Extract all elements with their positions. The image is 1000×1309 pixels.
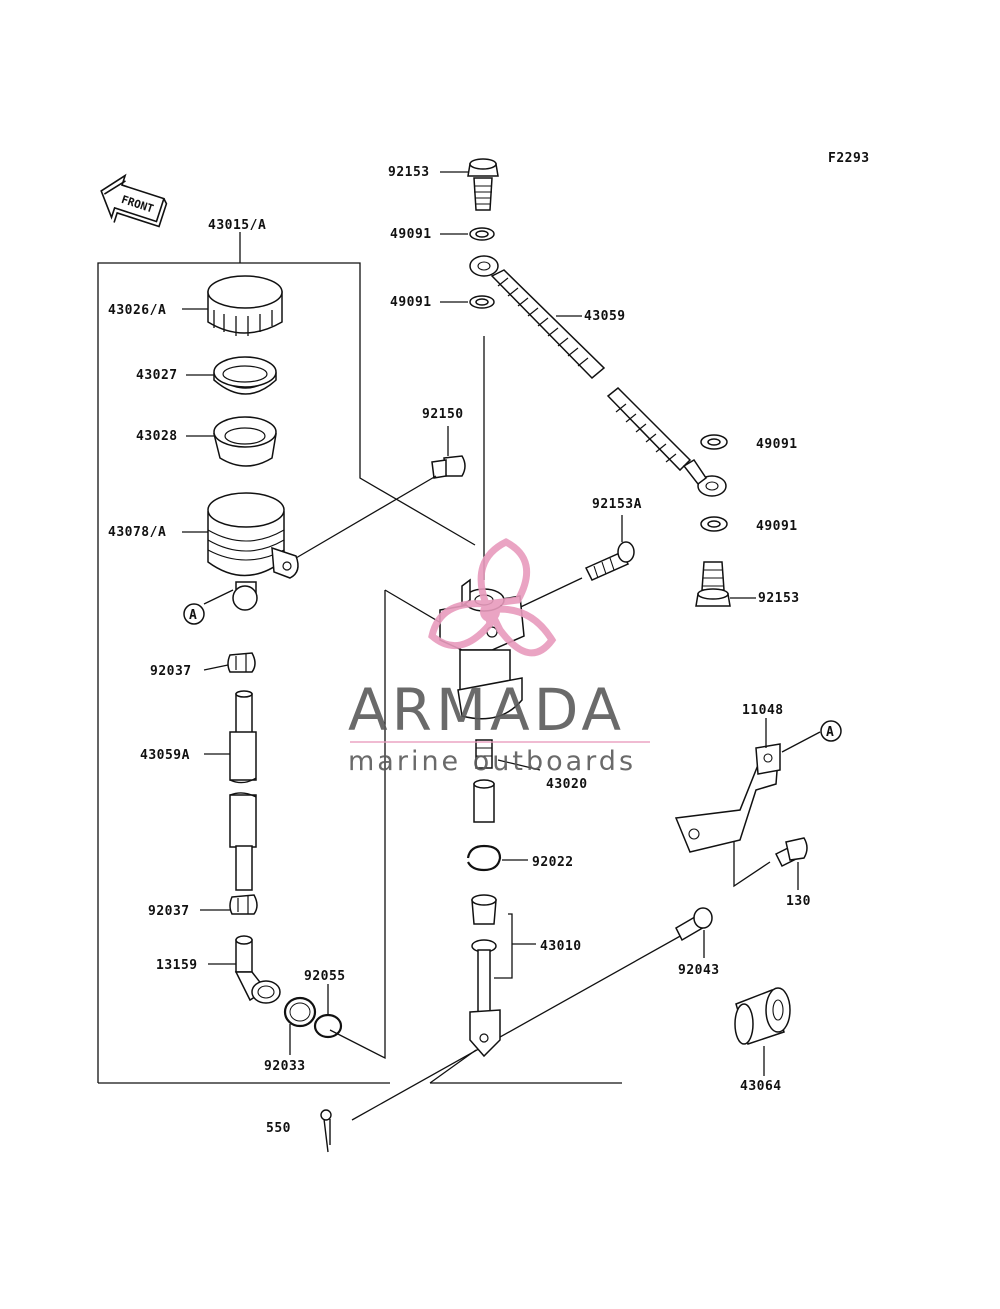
diaphragm: [213, 416, 277, 467]
label-92153-top: 92153: [388, 165, 430, 180]
label-43059: 43059: [584, 309, 626, 324]
label-43010: 43010: [540, 939, 582, 954]
label-11048: 11048: [742, 703, 784, 718]
washer-1: [469, 227, 495, 241]
label-49091-1: 49091: [390, 227, 432, 242]
label-49091-2: 49091: [390, 295, 432, 310]
o-ring-92055: [313, 1013, 343, 1039]
label-550: 550: [266, 1121, 291, 1136]
banjo-bolt-top: [467, 158, 499, 211]
label-92022: 92022: [532, 855, 574, 870]
ref-marker-a-right-label: A: [826, 725, 834, 740]
push-rod-43010: [469, 894, 501, 1058]
label-13159: 13159: [156, 958, 198, 973]
label-43078a: 43078/A: [108, 525, 166, 540]
label-92037-bottom: 92037: [148, 904, 190, 919]
ref-marker-a-left-label: A: [189, 608, 197, 623]
bolt-130: [774, 837, 808, 868]
label-92153a: 92153A: [592, 497, 642, 512]
label-92043: 92043: [678, 963, 720, 978]
label-49091-3: 49091: [756, 437, 798, 452]
banjo-bolt-bottom: [695, 561, 731, 607]
label-92055: 92055: [304, 969, 346, 984]
bracket-11048: [674, 743, 781, 853]
assembly-bracket: [97, 232, 622, 1084]
piston-43020: [473, 739, 495, 823]
ref-marker-a-left: [183, 603, 205, 625]
watermark: ARMADA marine outboards: [348, 538, 650, 777]
bolt-92150: [431, 455, 466, 479]
brake-hose: [469, 255, 727, 497]
label-43028: 43028: [136, 429, 178, 444]
reservoir-hose: [229, 690, 257, 891]
hose-clamp-bottom: [229, 894, 258, 915]
hose-clamp-top: [227, 652, 256, 673]
figure-code: F2293: [828, 151, 870, 166]
reservoir-cap: [207, 275, 283, 336]
label-92153-bottom: 92153: [758, 591, 800, 606]
washer-2: [469, 295, 495, 309]
elbow-fitting: [234, 935, 281, 1004]
label-92150: 92150: [422, 407, 464, 422]
label-130: 130: [786, 894, 811, 909]
ref-marker-a-right: [820, 720, 842, 742]
bolt-92043: [675, 907, 713, 942]
front-arrow-icon: FRONT: [100, 173, 168, 228]
label-43020: 43020: [546, 777, 588, 792]
washer-4: [700, 516, 728, 532]
cotter-pin: [320, 1109, 332, 1153]
label-43064: 43064: [740, 1079, 782, 1094]
label-43027: 43027: [136, 368, 178, 383]
label-43059a: 43059A: [140, 748, 190, 763]
propeller-logo-icon: [428, 538, 557, 657]
label-92033: 92033: [264, 1059, 306, 1074]
label-49091-4: 49091: [756, 519, 798, 534]
washer-3: [700, 434, 728, 450]
diaphragm-plate: [213, 356, 277, 395]
bolt-92153a: [584, 541, 635, 581]
grommet-43064: [734, 987, 791, 1045]
circlip-92033: [283, 996, 317, 1028]
watermark-tagline: marine outboards: [348, 746, 636, 777]
snap-ring-92022: [466, 844, 502, 872]
label-43026a: 43026/A: [108, 303, 166, 318]
watermark-brand: ARMADA: [348, 676, 625, 744]
label-43015a: 43015/A: [208, 218, 266, 233]
label-92037-top: 92037: [150, 664, 192, 679]
reservoir: [207, 492, 299, 611]
